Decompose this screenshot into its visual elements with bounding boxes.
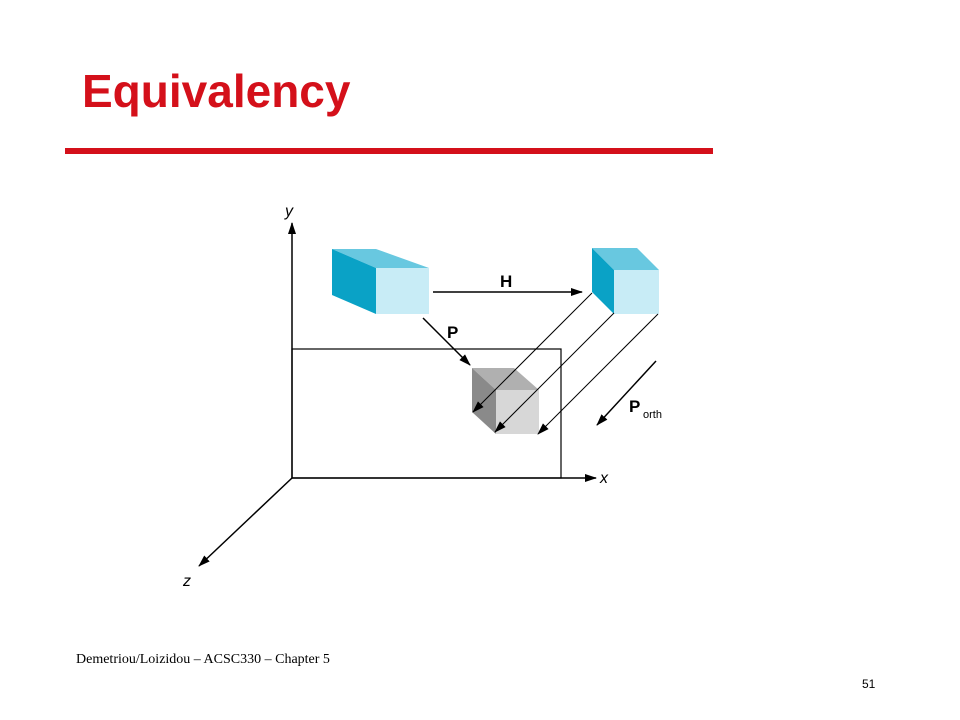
- transformed-cube: [592, 248, 659, 314]
- cube-side-face: [332, 249, 376, 314]
- projector-line: [472, 292, 593, 413]
- projector-line: [537, 313, 659, 435]
- porth-label: P: [629, 397, 640, 416]
- x-axis-label: x: [599, 470, 609, 487]
- cube-front-face: [614, 270, 659, 314]
- original-cube: [332, 249, 429, 314]
- cube-front-face: [496, 390, 539, 434]
- cube-side-face: [592, 248, 614, 314]
- cube-top-face: [592, 248, 659, 270]
- z-axis: [198, 477, 293, 567]
- z-axis-label: z: [182, 573, 191, 590]
- p-projection-arrow: [422, 317, 471, 366]
- h-label: H: [500, 272, 512, 291]
- p-label: P: [447, 323, 458, 342]
- porth-subscript: orth: [643, 409, 662, 421]
- projection-plane: [291, 348, 562, 479]
- slide-title: Equivalency: [82, 65, 351, 117]
- title-underline: [65, 148, 713, 154]
- cube-front-face: [376, 268, 429, 314]
- projected-cube: [472, 368, 539, 434]
- slide-footer: Demetriou/Loizidou – ACSC330 – Chapter 5: [76, 652, 330, 667]
- page-number: 51: [862, 677, 876, 691]
- orthographic-projectors: [472, 292, 659, 435]
- projector-line: [494, 312, 615, 433]
- porth-direction-arrow: [596, 360, 657, 426]
- cube-top-face: [332, 249, 429, 268]
- y-axis-label: y: [284, 203, 294, 220]
